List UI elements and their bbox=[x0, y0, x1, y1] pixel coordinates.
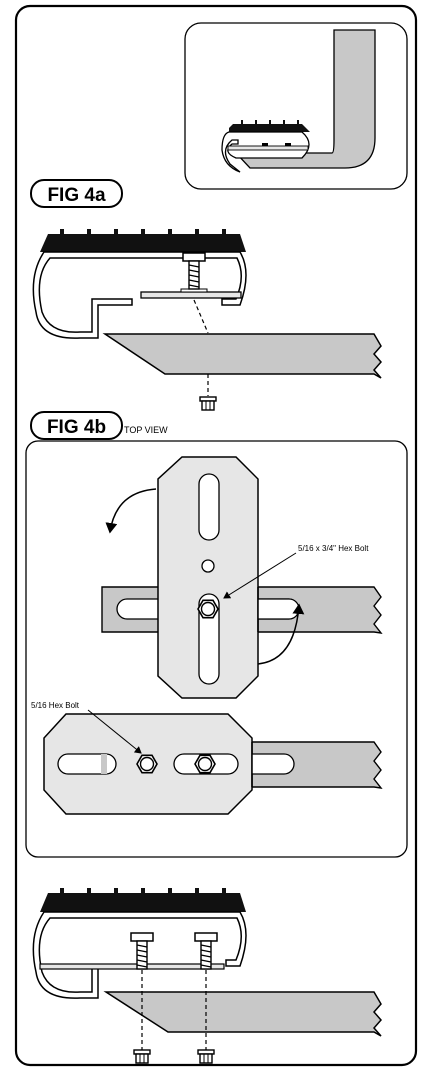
rotation-arrow-right bbox=[257, 603, 305, 665]
assembled-tread bbox=[40, 893, 246, 912]
fig-4a-bolt bbox=[182, 252, 206, 290]
fig-4a-stringer bbox=[102, 333, 382, 379]
overview-step bbox=[221, 131, 310, 173]
assembled-stringer bbox=[103, 991, 382, 1037]
fig-4a-side-view bbox=[32, 229, 382, 411]
assembled-bolt-2 bbox=[194, 932, 218, 970]
assembled-nut-1 bbox=[133, 1049, 151, 1064]
callout-hex-bolt: 5/16 Hex Bolt bbox=[31, 701, 80, 710]
fig-4b-title: FIG 4b bbox=[47, 417, 106, 438]
assembled-step-body bbox=[32, 911, 247, 999]
fig-4b-subtitle: TOP VIEW bbox=[124, 425, 168, 435]
fig-4b-label: FIG 4b bbox=[30, 411, 123, 440]
fig-4b-lower-bolt-2 bbox=[194, 754, 216, 774]
callout-hex-bolt-long: 5/16 x 3/4" Hex Bolt bbox=[298, 544, 369, 553]
fig-4a-tread bbox=[40, 234, 246, 252]
fig-4a-title: FIG 4a bbox=[47, 185, 106, 206]
fig-4a-nut bbox=[199, 396, 217, 411]
assembled-nut-2 bbox=[197, 1049, 215, 1064]
overview-tread bbox=[229, 124, 310, 132]
assembled-side-view bbox=[32, 888, 382, 1064]
assembled-bolt-1 bbox=[130, 932, 154, 970]
fig-4a-plate bbox=[140, 291, 242, 299]
overview-inset bbox=[184, 22, 408, 190]
fig-4b-upper-bolt bbox=[197, 599, 219, 619]
fig-4b-lower-bolt-1 bbox=[136, 754, 158, 774]
assembled-plate bbox=[39, 963, 225, 970]
rotation-arrow-left bbox=[105, 488, 157, 534]
fig-4a-label: FIG 4a bbox=[30, 179, 123, 208]
fig-4b-top-view-panel: 5/16 x 3/4" Hex Bolt 5/16 Hex Bolt bbox=[25, 440, 408, 858]
fig-4a-step-body bbox=[32, 251, 247, 339]
overview-bar bbox=[234, 29, 376, 169]
fig-4b-upper-plate bbox=[157, 456, 259, 699]
